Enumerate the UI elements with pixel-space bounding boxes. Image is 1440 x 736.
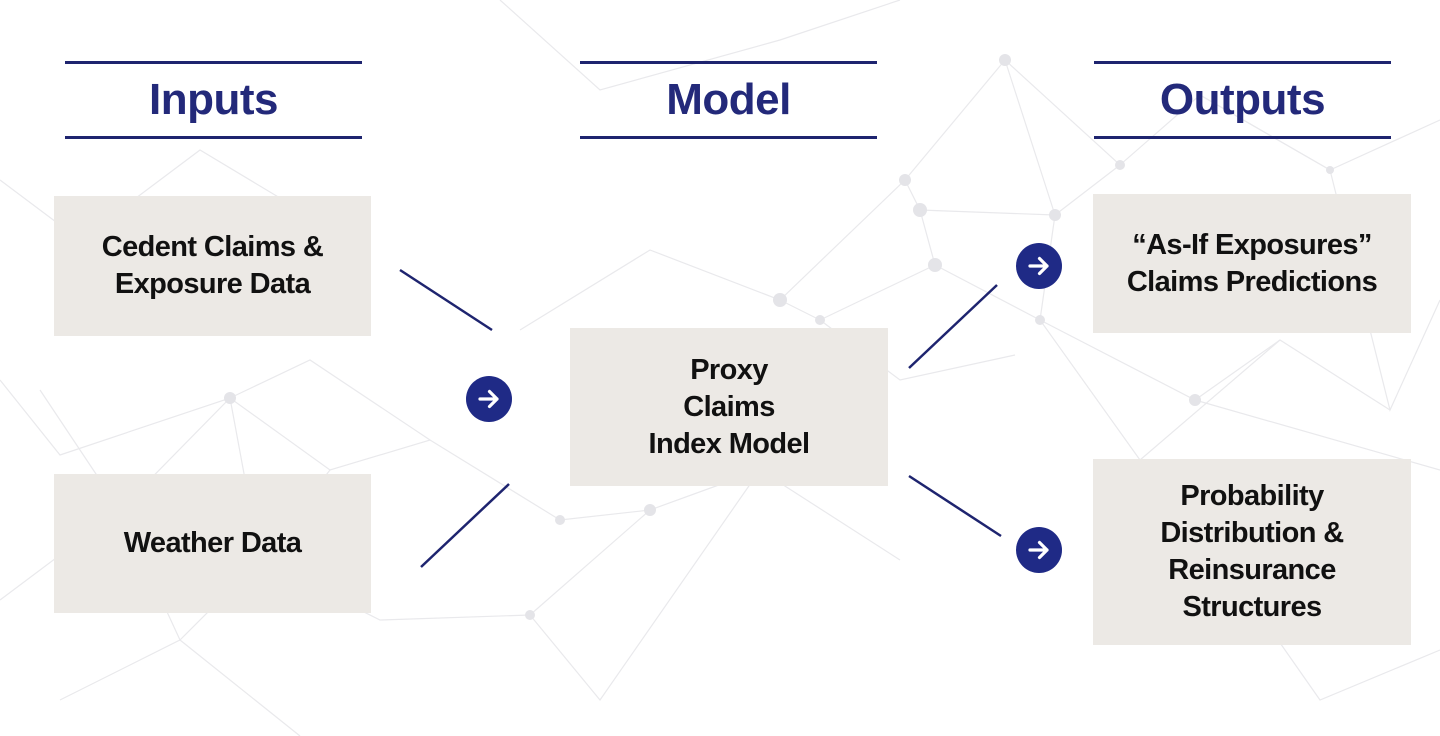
header-rule-bottom [580,136,877,139]
box-text-line: Claims Predictions [1126,265,1378,298]
arrow-right-circle-icon [466,376,512,422]
as-if-predictions-box: “As-If Exposures” Claims Predictions [1093,194,1411,333]
box-text-line: Index Model [648,427,811,460]
model-title: Model [666,75,791,124]
arrow-right-circle-icon [1016,527,1062,573]
proxy-model-box: Proxy Claims Index Model [570,328,888,486]
outputs-title: Outputs [1159,75,1326,124]
inputs-header: Inputs [65,61,362,139]
box-text-line: Cedent Claims & [101,231,324,263]
header-rule-top [1094,61,1391,64]
header-rule-top [65,61,362,64]
box-text-line: “As-If Exposures” [1132,228,1372,261]
arrow-right-circle-icon [1016,243,1062,289]
box-text-line: Distribution & [1160,517,1344,549]
box-text-line: Probability [1180,480,1324,512]
model-header: Model [580,61,877,139]
box-text-line: Reinsurance [1168,554,1336,586]
outputs-header: Outputs [1094,61,1391,139]
box-text-line: Structures [1182,591,1322,623]
header-rule-bottom [65,136,362,139]
probability-distribution-box: Probability Distribution & Reinsurance S… [1093,459,1411,645]
inputs-title: Inputs [149,75,278,124]
header-rule-bottom [1094,136,1391,139]
box-text-line: Weather Data [123,527,302,559]
box-text-line: Exposure Data [114,268,311,300]
header-rule-top [580,61,877,64]
box-text-line: Proxy [690,353,768,386]
cedent-data-box: Cedent Claims & Exposure Data [54,196,371,336]
box-text-line: Claims [683,390,775,423]
weather-data-box: Weather Data [54,474,371,613]
